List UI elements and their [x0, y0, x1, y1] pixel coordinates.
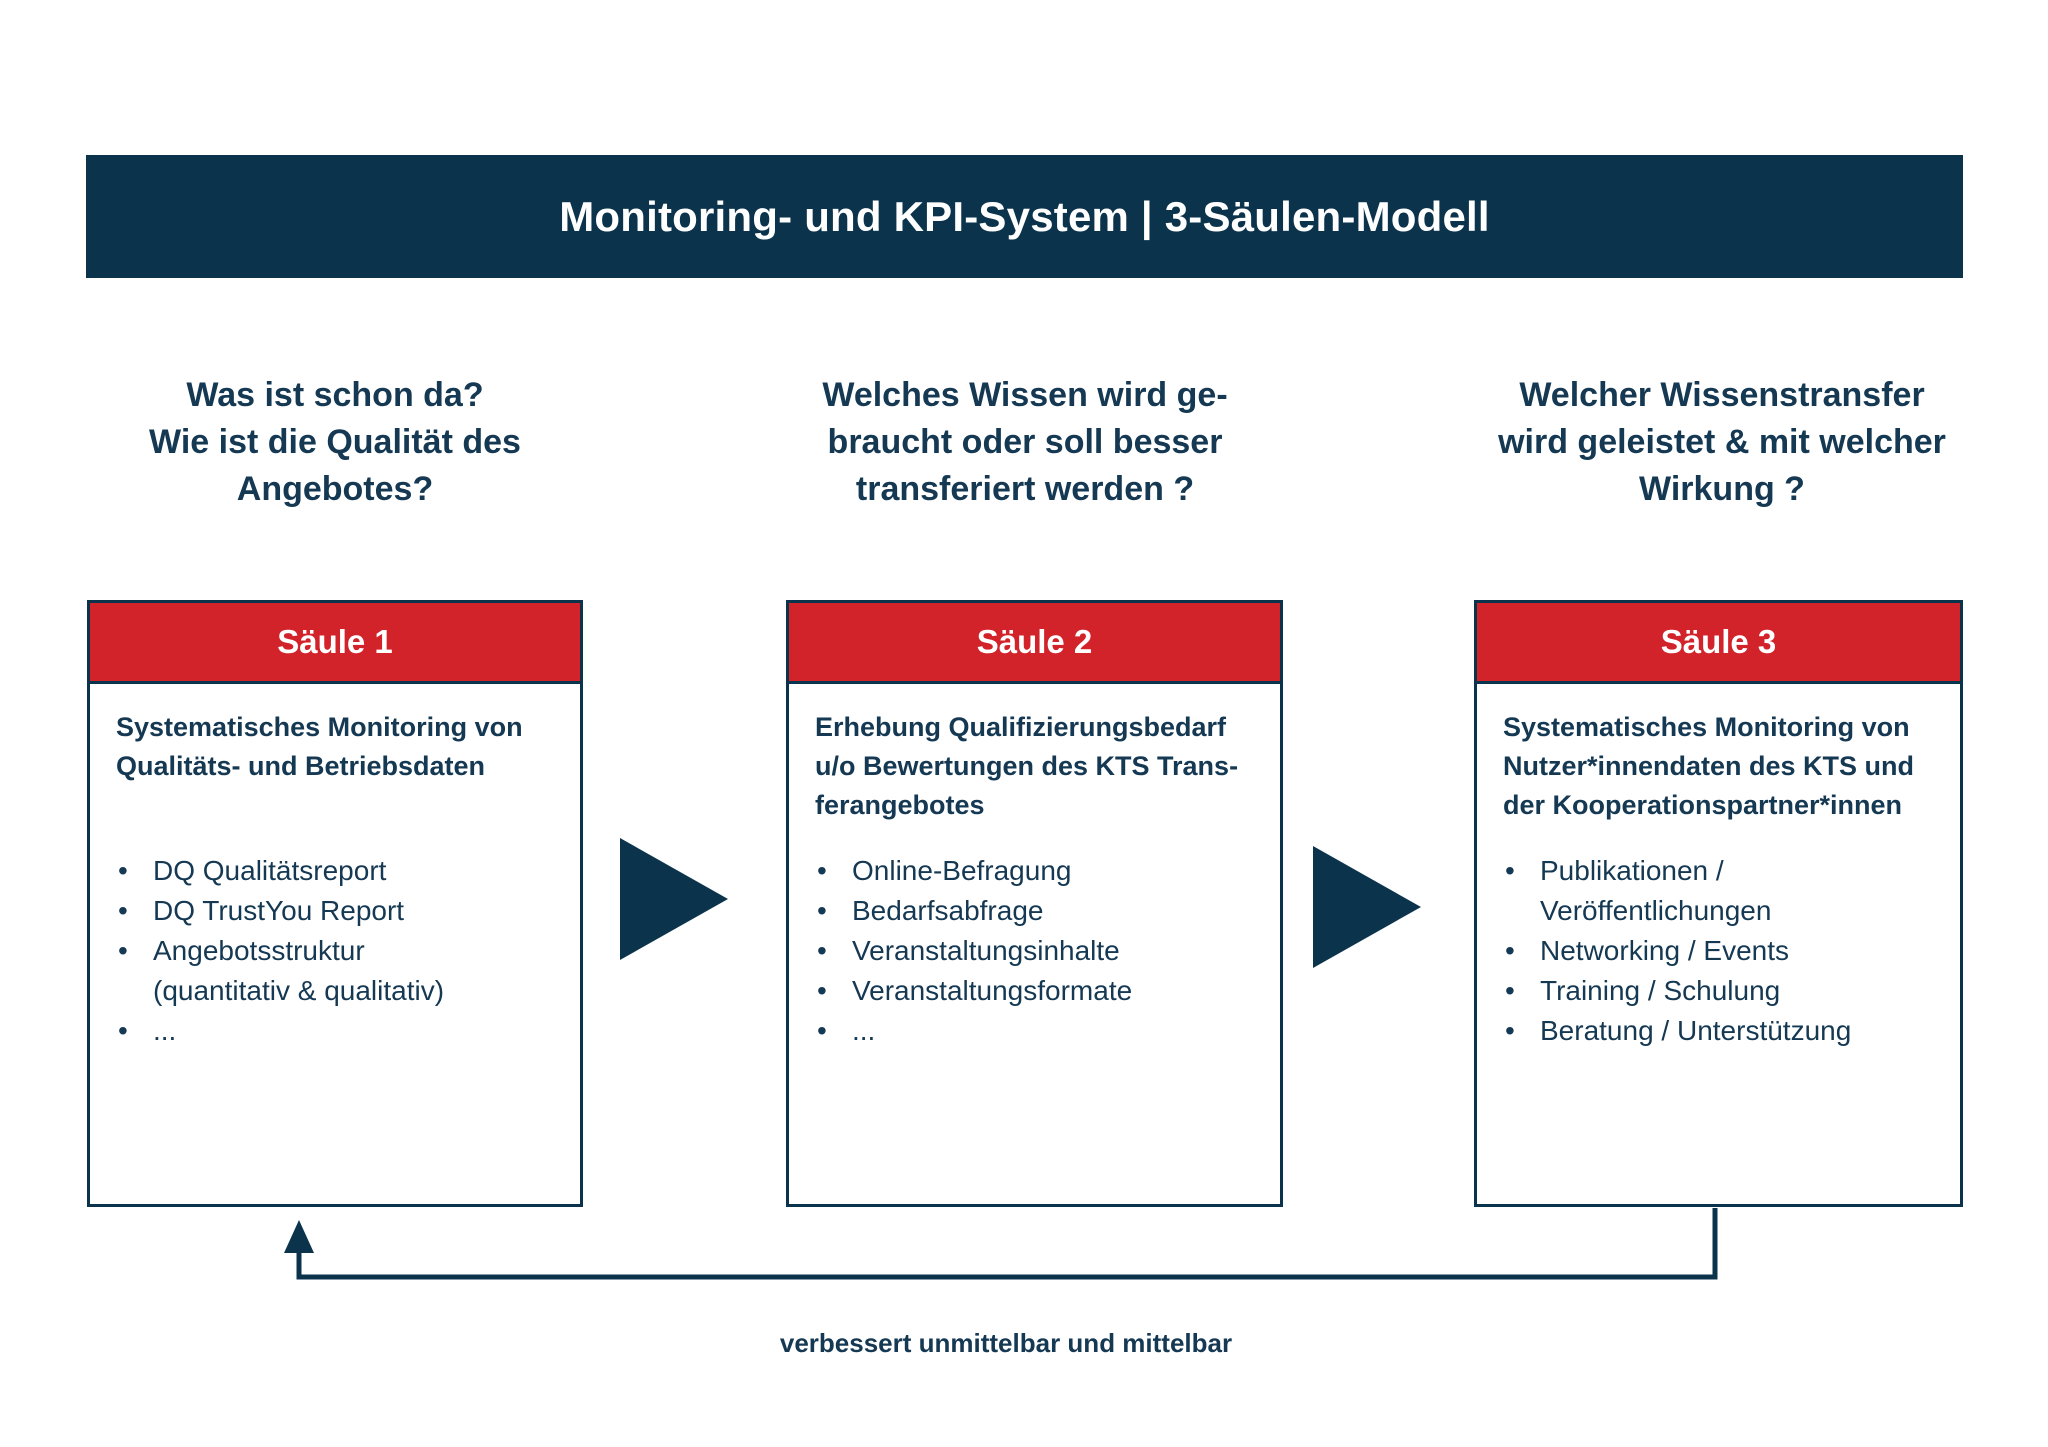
pillar-3-body: Systematisches Monitoring von Nutzer*inn… — [1477, 684, 1960, 1051]
pillar-3-label: Säule 3 — [1660, 623, 1777, 660]
pillar-2-bullet-list: Online-Befragung Bedarfsabfrage Veransta… — [815, 851, 1254, 1051]
question-pillar-3: Welcher Wissenstransfer wird geleistet &… — [1498, 376, 1946, 508]
list-item: Veranstaltungsformate — [815, 971, 1254, 1011]
list-item: Angebotsstruktur (quantitativ & qualitat… — [116, 931, 554, 1011]
pillar-2-box: Säule 2 Erhebung Qualifizierungsbedarf u… — [786, 600, 1283, 1207]
feedback-caption: verbessert unmittelbar und mittelbar — [779, 1328, 1233, 1358]
arrow-right-icon — [620, 838, 728, 960]
pillar-3-bullet-list: Publikationen / Veröffentlichungen Netwo… — [1503, 851, 1934, 1051]
question-pillar-2: Welches Wissen wird ge- braucht oder sol… — [822, 376, 1228, 508]
pillar-1-label: Säule 1 — [277, 623, 393, 660]
page-title: Monitoring- und KPI-System | 3-Säulen-Mo… — [559, 192, 1490, 240]
question-pillar-1: Was ist schon da? Wie ist die Qualität d… — [149, 376, 521, 508]
list-item: DQ Qualitätsreport — [116, 851, 554, 891]
pillar-3-box: Säule 3 Systematisches Monitoring von Nu… — [1474, 600, 1963, 1207]
list-item: Networking / Events — [1503, 931, 1934, 971]
pillar-1-box: Säule 1 Systematisches Monitoring von Qu… — [87, 600, 583, 1207]
pillar-1-header: Säule 1 — [90, 603, 580, 684]
arrow-right-icon — [1313, 846, 1421, 968]
list-item: Training / Schulung — [1503, 971, 1934, 1011]
pillar-3-subtitle: Systematisches Monitoring von Nutzer*inn… — [1503, 712, 1915, 820]
pillar-2-header: Säule 2 — [789, 603, 1280, 684]
list-item: ... — [116, 1011, 554, 1051]
list-item: Beratung / Unterstützung — [1503, 1011, 1934, 1051]
list-item: Online-Befragung — [815, 851, 1254, 891]
list-item: Bedarfsabfrage — [815, 891, 1254, 931]
pillar-1-body: Systematisches Monitoring von Qualitäts-… — [90, 684, 580, 1051]
list-item: DQ TrustYou Report — [116, 891, 554, 931]
pillar-1-subtitle: Systematisches Monitoring von Qualitäts-… — [116, 712, 523, 781]
list-item: Veranstaltungsinhalte — [815, 931, 1254, 971]
pillar-2-subtitle: Erhebung Qualifizierungsbedarf u/o Bewer… — [815, 712, 1239, 820]
pillar-1-bullet-list: DQ Qualitätsreport DQ TrustYou Report An… — [116, 851, 554, 1051]
pillar-3-header: Säule 3 — [1477, 603, 1960, 684]
list-item: Publikationen / Veröffentlichungen — [1503, 851, 1934, 931]
pillar-2-body: Erhebung Qualifizierungsbedarf u/o Bewer… — [789, 684, 1280, 1051]
list-item: ... — [815, 1011, 1254, 1051]
pillar-2-label: Säule 2 — [976, 623, 1093, 660]
title-bar: Monitoring- und KPI-System | 3-Säulen-Mo… — [86, 155, 1963, 278]
